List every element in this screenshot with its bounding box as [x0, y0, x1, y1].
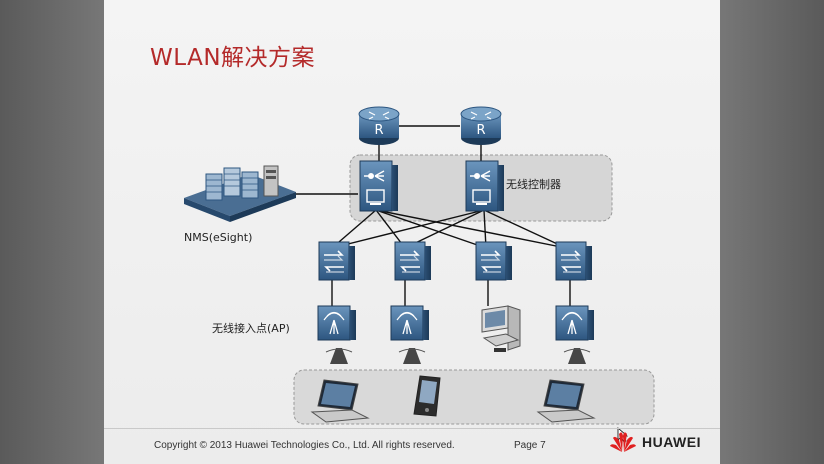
wireless-signal-icons [325, 348, 591, 364]
access-point-3 [555, 305, 594, 341]
brand-name: HUAWEI [642, 434, 701, 450]
access-controller-left [359, 160, 398, 212]
page-number: Page 7 [514, 440, 546, 451]
access-controller-right [465, 160, 504, 212]
network-diagram: R R [184, 106, 655, 443]
nms-server-icon [184, 165, 296, 222]
switch-3 [475, 241, 512, 281]
copyright-text: Copyright © 2013 Huawei Technologies Co.… [154, 440, 455, 451]
router-right: R [460, 106, 502, 145]
access-point-2 [390, 305, 429, 341]
router-left: R [358, 106, 400, 145]
router-letter: R [476, 123, 485, 138]
switch-1 [318, 241, 355, 281]
switch-2 [394, 241, 431, 281]
controller-label: 无线控制器 [506, 178, 561, 191]
laptop-left-icon [310, 379, 370, 423]
desktop-computer-icon [481, 305, 521, 352]
background-right [720, 0, 824, 464]
ap-label: 无线接入点(AP) [212, 322, 290, 335]
footer-divider [104, 428, 720, 429]
background-left [0, 0, 104, 464]
slide-title: WLAN解决方案 [150, 45, 316, 71]
laptop-right-icon [536, 379, 596, 423]
pda-icon [413, 375, 441, 417]
huawei-flower-icon [610, 432, 636, 452]
switch-4 [555, 241, 592, 281]
slide: WLAN解决方案 [104, 0, 720, 464]
access-point-1 [317, 305, 356, 341]
nms-label: NMS(eSight) [184, 231, 253, 244]
router-letter: R [374, 123, 383, 138]
huawei-logo: HUAWEI [610, 430, 701, 454]
